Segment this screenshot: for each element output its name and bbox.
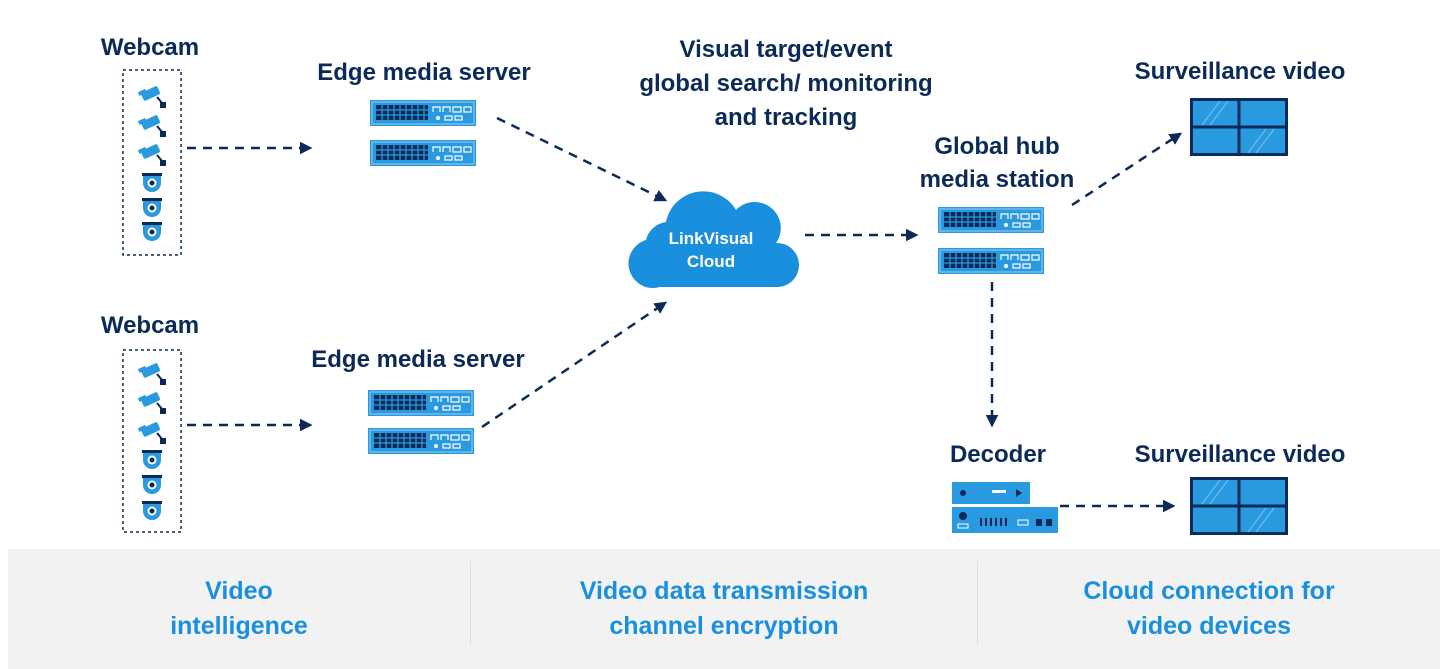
divider — [470, 561, 471, 645]
feature-cloud-connection: Cloud connection for video devices — [978, 549, 1440, 669]
decoder-label: Decoder — [950, 441, 1046, 468]
webcam-box-top — [122, 69, 182, 256]
dome-camera-icon — [142, 222, 162, 241]
cloud-label-line2: Cloud — [687, 252, 735, 271]
server-icon — [367, 427, 475, 455]
network-diagram: LinkVisual Cloud — [101, 34, 1346, 536]
feature-label: Video data transmission channel encrypti… — [579, 577, 869, 640]
webcam-label-top: Webcam — [101, 34, 199, 61]
feature-label: Video intelligence — [170, 577, 308, 640]
bullet-camera-icon — [136, 390, 167, 415]
decoder-icon — [952, 482, 1058, 533]
arrow-edge-cloud-top — [496, 116, 668, 202]
cloud-label-line1: LinkVisual — [669, 229, 754, 248]
search-label-line1: Visual target/event — [680, 36, 893, 63]
surveillance-label-top: Surveillance video — [1135, 58, 1346, 85]
dome-camera-icon — [142, 501, 162, 520]
bullet-camera-icon — [136, 361, 167, 386]
hub-label-line1: Global hub — [934, 133, 1059, 160]
cloud-icon — [628, 191, 800, 289]
feature-channel-encryption: Video data transmission channel encrypti… — [471, 549, 977, 669]
server-icon — [937, 206, 1045, 234]
surveillance-label-bottom: Surveillance video — [1135, 441, 1346, 468]
server-icon — [369, 139, 477, 167]
webcam-label-bottom: Webcam — [101, 312, 199, 339]
feature-footer: Video intelligence Video data transmissi… — [8, 549, 1440, 669]
video-wall-icon — [1189, 476, 1289, 536]
divider — [977, 561, 978, 645]
dome-camera-icon — [142, 475, 162, 494]
feature-label: Cloud connection for video devices — [1083, 577, 1335, 640]
arrow-edge-cloud-bottom — [481, 301, 668, 429]
server-icon — [367, 389, 475, 417]
dome-camera-icon — [142, 198, 162, 217]
edge-server-label-top: Edge media server — [317, 59, 530, 86]
server-icon — [937, 247, 1045, 275]
bullet-camera-icon — [136, 142, 167, 167]
dome-camera-icon — [142, 173, 162, 192]
server-icon — [369, 99, 477, 127]
bullet-camera-icon — [136, 84, 167, 109]
search-label-line3: and tracking — [715, 104, 858, 131]
video-wall-icon — [1189, 97, 1289, 157]
arrow-hub-surveillance — [1071, 132, 1183, 207]
dome-camera-icon — [142, 450, 162, 469]
bullet-camera-icon — [136, 420, 167, 445]
hub-label-line2: media station — [920, 166, 1075, 193]
bullet-camera-icon — [136, 113, 167, 138]
feature-video-intelligence: Video intelligence — [8, 549, 470, 669]
edge-server-label-bottom: Edge media server — [311, 346, 524, 373]
search-label-line2: global search/ monitoring — [639, 70, 932, 97]
